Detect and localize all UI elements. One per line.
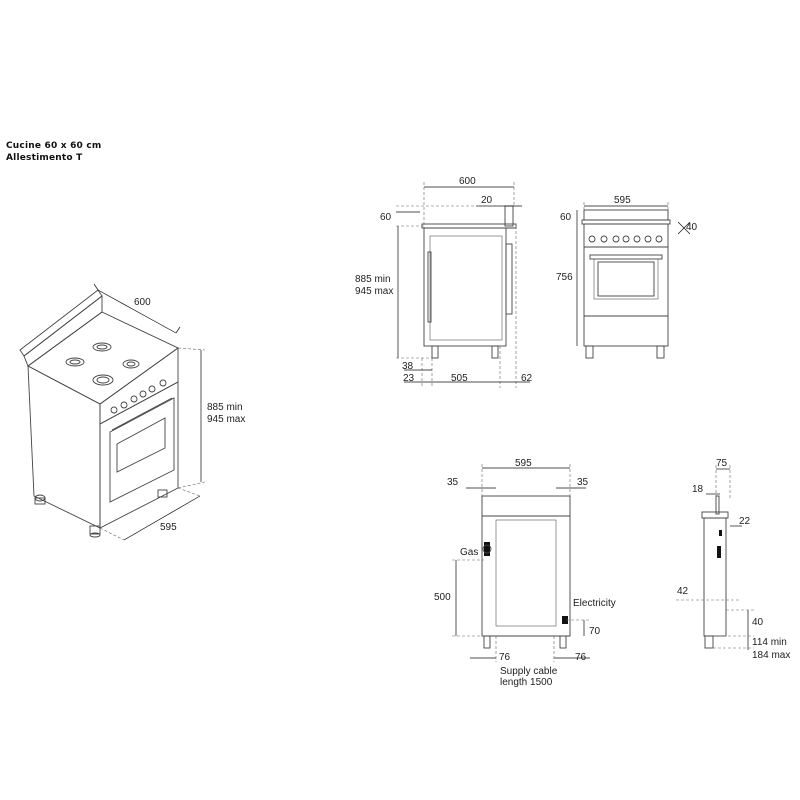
gas-height-label: 500 (434, 592, 451, 603)
rear-left-foot: 76 (499, 652, 511, 663)
title-line-2: Allestimento T (6, 153, 83, 163)
section-view: 75 18 22 42 40 114 min 184 max (676, 458, 790, 661)
oven-window (116, 417, 166, 473)
side-view: 600 20 60 885 min 945 max 38 23 505 62 (355, 176, 533, 388)
gas-label: Gas (460, 547, 478, 558)
front-backguard-height: 60 (560, 212, 572, 223)
rear-left-offset: 35 (447, 477, 459, 488)
cable-length-line-1: Supply cable (500, 666, 558, 677)
oven-door (109, 397, 175, 503)
section-foot-min: 114 min (752, 637, 787, 648)
page-title: Cucine 60 x 60 cm Allestimento T (6, 140, 101, 164)
front-body-height: 756 (556, 272, 573, 283)
rear-view: Gas Electricity 595 35 35 500 70 76 76 S… (434, 458, 616, 688)
electricity-connection (562, 616, 568, 624)
rear-width-label: 595 (515, 458, 532, 469)
front-knobs (588, 235, 663, 243)
front-width-label: 595 (614, 195, 631, 206)
control-knobs (110, 379, 167, 414)
burner-3 (92, 374, 114, 386)
side-front-offset: 23 (403, 373, 415, 384)
gas-connection (484, 542, 490, 556)
electricity-height-label: 70 (589, 626, 601, 637)
burner-2 (92, 342, 112, 352)
rear-right-offset: 35 (577, 477, 589, 488)
side-rear-offset: 62 (521, 373, 533, 384)
section-top-width: 75 (716, 458, 728, 469)
perspective-height-min: 885 min (207, 402, 243, 413)
side-backguard-height: 60 (380, 212, 392, 223)
rear-right-foot: 76 (575, 652, 587, 663)
section-offset-b: 22 (739, 516, 751, 527)
perspective-depth-label: 600 (134, 297, 151, 308)
burner-1 (65, 357, 85, 367)
perspective-view: 600 885 min 945 max 595 (19, 283, 245, 541)
title-line-1: Cucine 60 x 60 cm (6, 141, 102, 151)
front-view: 595 60 40 756 (556, 195, 698, 359)
perspective-width-label: 595 (160, 522, 177, 533)
section-offset-a: 18 (692, 484, 704, 495)
side-backguard-depth: 20 (481, 195, 493, 206)
perspective-height-max: 945 max (207, 414, 245, 425)
side-total-depth: 600 (459, 176, 476, 187)
side-height-min: 885 min (355, 274, 391, 285)
oven-handle (111, 397, 173, 431)
burner-4 (122, 359, 140, 369)
side-body-depth: 505 (451, 373, 468, 384)
front-control-depth: 40 (686, 222, 698, 233)
section-height-42: 42 (677, 586, 689, 597)
section-connection (717, 546, 721, 558)
cable-length-line-2: length 1500 (500, 677, 553, 688)
side-height-max: 945 max (355, 286, 393, 297)
section-height-40: 40 (752, 617, 764, 628)
side-foot-height: 38 (402, 361, 414, 372)
section-foot-max: 184 max (752, 650, 790, 661)
electricity-label: Electricity (573, 598, 616, 609)
